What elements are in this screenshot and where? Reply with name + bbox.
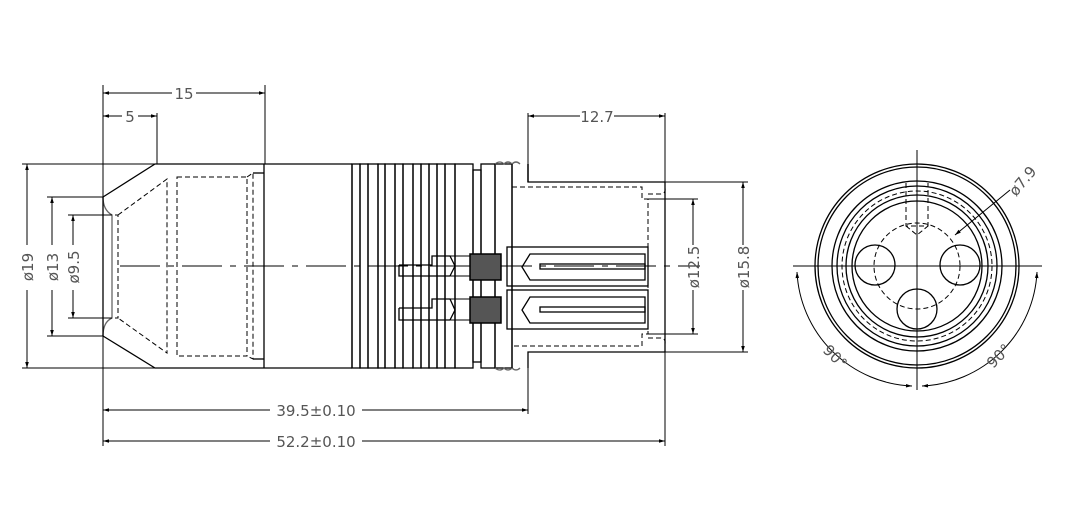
cone-bottom-outline	[102, 335, 262, 369]
dim-angle-left: 90°	[819, 341, 851, 373]
dim-mid-diameter: ø13	[44, 253, 62, 281]
side-view	[102, 161, 700, 371]
dim-bore-diameter: ø9.5	[65, 250, 83, 283]
dim-angle-right: 90°	[983, 340, 1015, 372]
front-view: ø7.9 90° 90°	[793, 150, 1042, 390]
front-face	[102, 196, 113, 337]
dim-pin-circle-diameter: ø7.9	[1005, 163, 1040, 200]
dim-body-length: 39.5±0.10	[276, 402, 355, 420]
pin-left	[854, 244, 896, 286]
dim-total-length: 52.2±0.10	[276, 433, 355, 451]
plug-section	[506, 164, 666, 368]
dim-cone-length: 15	[174, 85, 193, 103]
knurl-1	[469, 253, 502, 281]
dim-plug-length: 12.7	[580, 108, 613, 126]
knurl-2	[469, 296, 502, 324]
cone-top-outline	[102, 163, 262, 198]
dim-chamfer-length: 5	[125, 108, 135, 126]
dim-plug-outer-diameter: ø15.8	[735, 246, 753, 289]
dimensions: 15 5 12.7 39.5±0.10 52.2±0.10 ø19 ø13	[19, 85, 753, 451]
dim-outer-diameter: ø19	[19, 253, 37, 281]
dim-plug-inner-diameter: ø12.5	[685, 246, 703, 289]
pins	[398, 253, 502, 324]
